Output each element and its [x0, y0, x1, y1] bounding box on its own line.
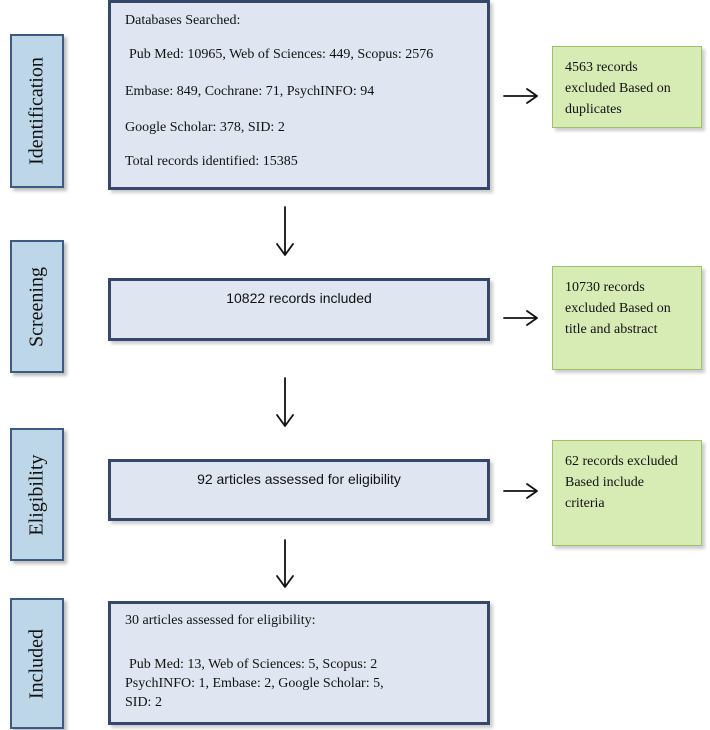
stage-included: Included	[10, 598, 64, 729]
eligibility-line-1: 92 articles assessed for eligibility	[197, 471, 401, 487]
excluded-title-abstract-line-3: title and abstract	[565, 322, 658, 337]
excluded-duplicates-box: 4563 records excluded Based on duplicate…	[552, 46, 702, 128]
screening-box: 10822 records included	[108, 278, 490, 341]
included-line-1: 30 articles assessed for eligibility:	[125, 613, 316, 628]
included-line-4: SID: 2	[125, 695, 162, 710]
screening-line-1: 10822 records included	[226, 290, 372, 306]
excluded-criteria-line-3: criteria	[565, 496, 605, 511]
stage-identification-label: Identification	[25, 57, 48, 165]
stage-identification: Identification	[10, 34, 64, 188]
excluded-duplicates-line-1: 4563 records	[565, 60, 638, 75]
excluded-title-abstract-line-2: excluded Based on	[565, 301, 671, 316]
eligibility-box: 92 articles assessed for eligibility	[108, 459, 490, 521]
arrow-right-duplicates	[503, 88, 538, 104]
identification-line-3: Embase: 849, Cochrane: 71, PsychINFO: 94	[125, 84, 375, 99]
excluded-criteria-box: 62 records excluded Based include criter…	[552, 440, 702, 546]
stage-screening-label: Screening	[25, 266, 48, 347]
arrow-down-screening-to-eligibility	[276, 377, 294, 427]
excluded-duplicates-line-3: duplicates	[565, 102, 622, 117]
excluded-title-abstract-box: 10730 records excluded Based on title an…	[552, 266, 702, 370]
included-line-3: PsychINFO: 1, Embase: 2, Google Scholar:…	[125, 676, 384, 691]
identification-line-5: Total records identified: 15385	[125, 154, 298, 169]
identification-line-2: Pub Med: 10965, Web of Sciences: 449, Sc…	[129, 47, 434, 62]
arrow-down-eligibility-to-included	[276, 539, 294, 588]
identification-line-1: Databases Searched:	[125, 13, 241, 28]
arrow-down-identification-to-screening	[276, 206, 294, 256]
stage-included-label: Included	[25, 628, 48, 699]
stage-screening: Screening	[10, 240, 64, 373]
excluded-title-abstract-line-1: 10730 records	[565, 280, 645, 295]
excluded-criteria-line-2: Based include	[565, 475, 644, 490]
stage-eligibility-label: Eligibility	[25, 453, 48, 536]
arrow-right-criteria	[503, 483, 538, 499]
stage-eligibility: Eligibility	[10, 428, 64, 561]
excluded-duplicates-line-2: excluded Based on	[565, 81, 671, 96]
excluded-criteria-line-1: 62 records excluded	[565, 454, 678, 469]
identification-box: Databases Searched: Pub Med: 10965, Web …	[108, 0, 490, 190]
identification-line-4: Google Scholar: 378, SID: 2	[125, 120, 285, 135]
arrow-right-title-abstract	[503, 310, 538, 326]
included-line-2: Pub Med: 13, Web of Sciences: 5, Scopus:…	[129, 657, 378, 672]
included-box: 30 articles assessed for eligibility: Pu…	[108, 601, 490, 725]
